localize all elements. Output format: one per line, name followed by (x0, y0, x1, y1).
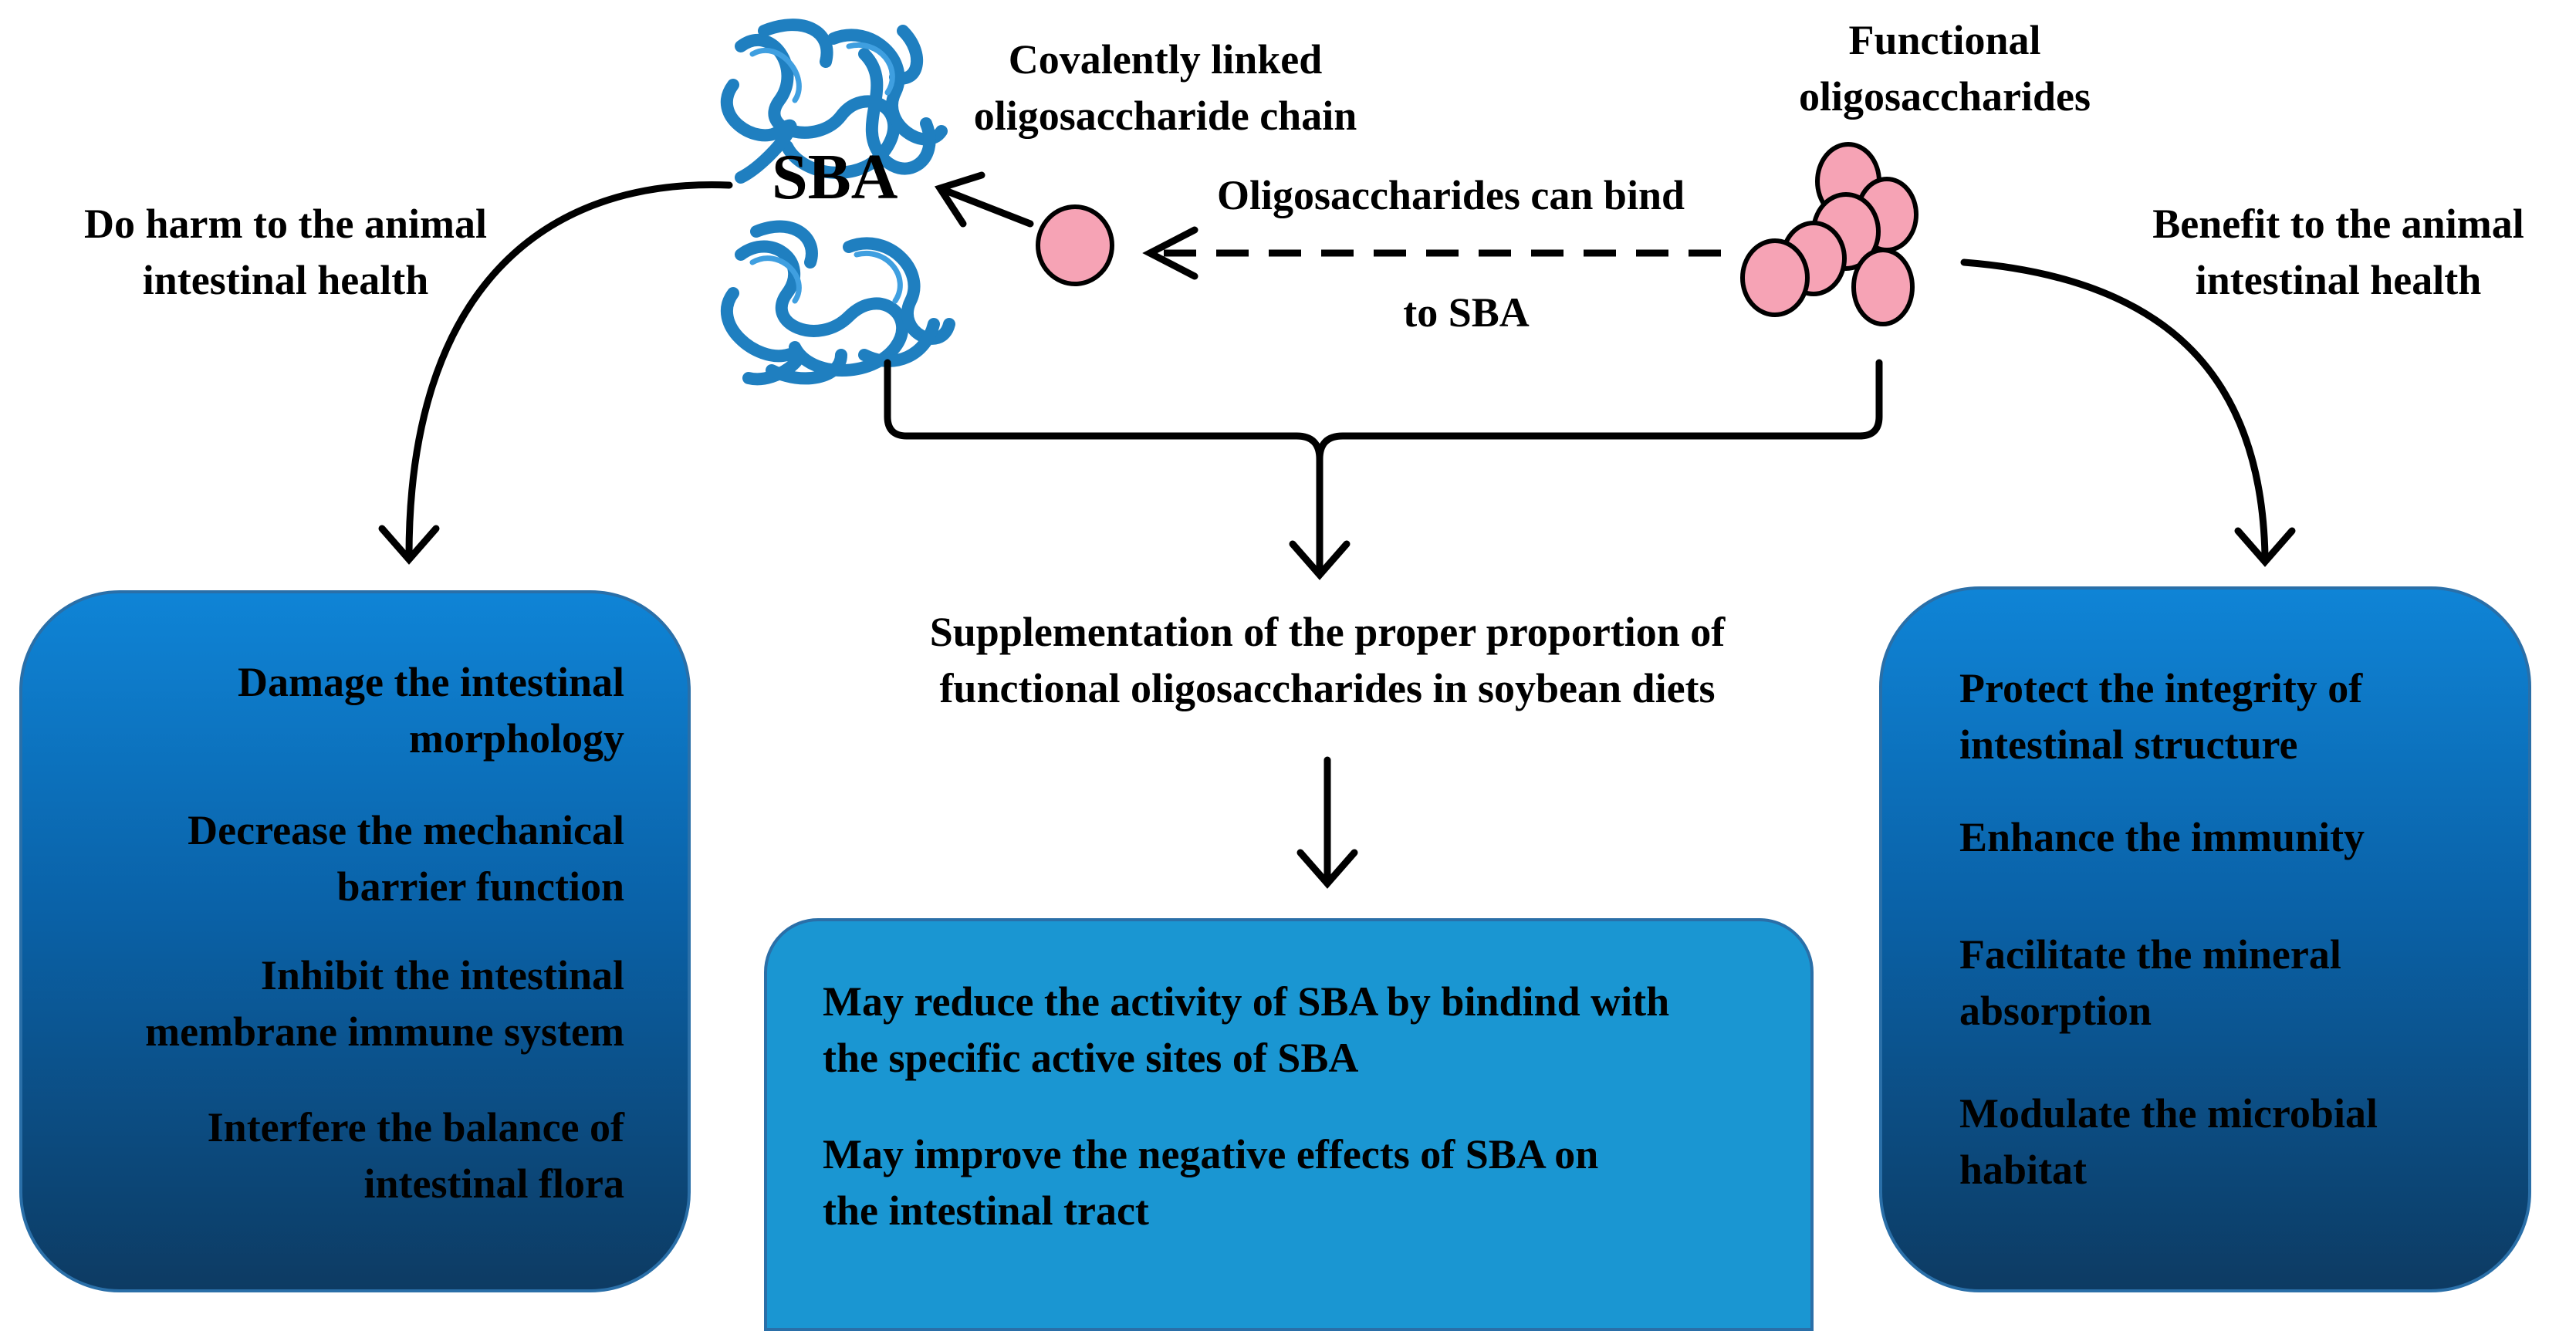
harm-item-4-line1: Interfere the balance of (207, 1104, 624, 1150)
covalent-label-line1: Covalently linked (1008, 36, 1323, 83)
arrow-to-middle-box (1296, 756, 1358, 889)
functional-label-line2: oligosaccharides (1799, 73, 2091, 120)
binding-label-line2: to SBA (1403, 289, 1530, 336)
pink-circle-cluster-icon (1740, 142, 1918, 326)
proposed-item-2-line2: the intestinal tract (823, 1187, 1149, 1234)
proposed-effects-box: May reduce the activity of SBA by bindin… (764, 918, 1814, 1331)
harm-item-4-line2: intestinal flora (363, 1160, 624, 1207)
joining-bracket (884, 359, 1883, 580)
proposed-item-1-line1: May reduce the activity of SBA by bindin… (823, 978, 1670, 1025)
supplementation-line2: functional oligosaccharides in soybean d… (939, 665, 1716, 711)
pink-circle-icon (1036, 204, 1114, 286)
dashed-binding-arrow (1142, 226, 1721, 280)
benefit-item-4-line1: Modulate the microbial (1959, 1090, 2378, 1137)
harm-item-3-line1: Inhibit the intestinal (260, 952, 624, 998)
proposed-item-2-line1: May improve the negative effects of SBA … (823, 1131, 1599, 1177)
benefit-label-line1: Benefit to the animal (2152, 201, 2524, 247)
arrow-to-sba (934, 171, 1034, 228)
harm-item-3-line2: membrane immune system (145, 1008, 624, 1055)
benefit-item-1-line2: intestinal structure (1959, 721, 2298, 768)
harm-item-1-line1: Damage the intestinal (238, 659, 624, 705)
benefit-item-3-line1: Facilitate the mineral (1959, 931, 2341, 978)
benefit-arrow (1960, 258, 2296, 567)
harm-item-2-line1: Decrease the mechanical (188, 807, 624, 853)
harm-arrow (378, 181, 733, 565)
covalent-label-line2: oligosaccharide chain (973, 93, 1357, 139)
binding-label-line1: Oligosaccharides can bind (1216, 172, 1685, 218)
benefit-effects-box: Protect the integrity of intestinal stru… (1879, 586, 2531, 1292)
benefit-item-4-line2: habitat (1959, 1147, 2088, 1193)
harm-effects-box: Damage the intestinal morphology Decreas… (19, 590, 691, 1292)
supplementation-line1: Supplementation of the proper proportion… (929, 609, 1726, 655)
harm-item-2-line2: barrier function (336, 863, 624, 910)
benefit-item-1-line1: Protect the integrity of (1959, 665, 2363, 711)
functional-label-line1: Functional (1848, 17, 2041, 63)
proposed-item-1-line2: the specific active sites of SBA (823, 1035, 1359, 1081)
harm-label-line2: intestinal health (142, 257, 429, 303)
sba-label: SBA (772, 141, 898, 213)
benefit-item-3-line2: absorption (1959, 988, 2152, 1034)
benefit-label-line2: intestinal health (2195, 257, 2482, 303)
benefit-item-2-line1: Enhance the immunity (1959, 814, 2365, 860)
harm-item-1-line2: morphology (408, 715, 624, 762)
harm-label-line1: Do harm to the animal (84, 201, 487, 247)
